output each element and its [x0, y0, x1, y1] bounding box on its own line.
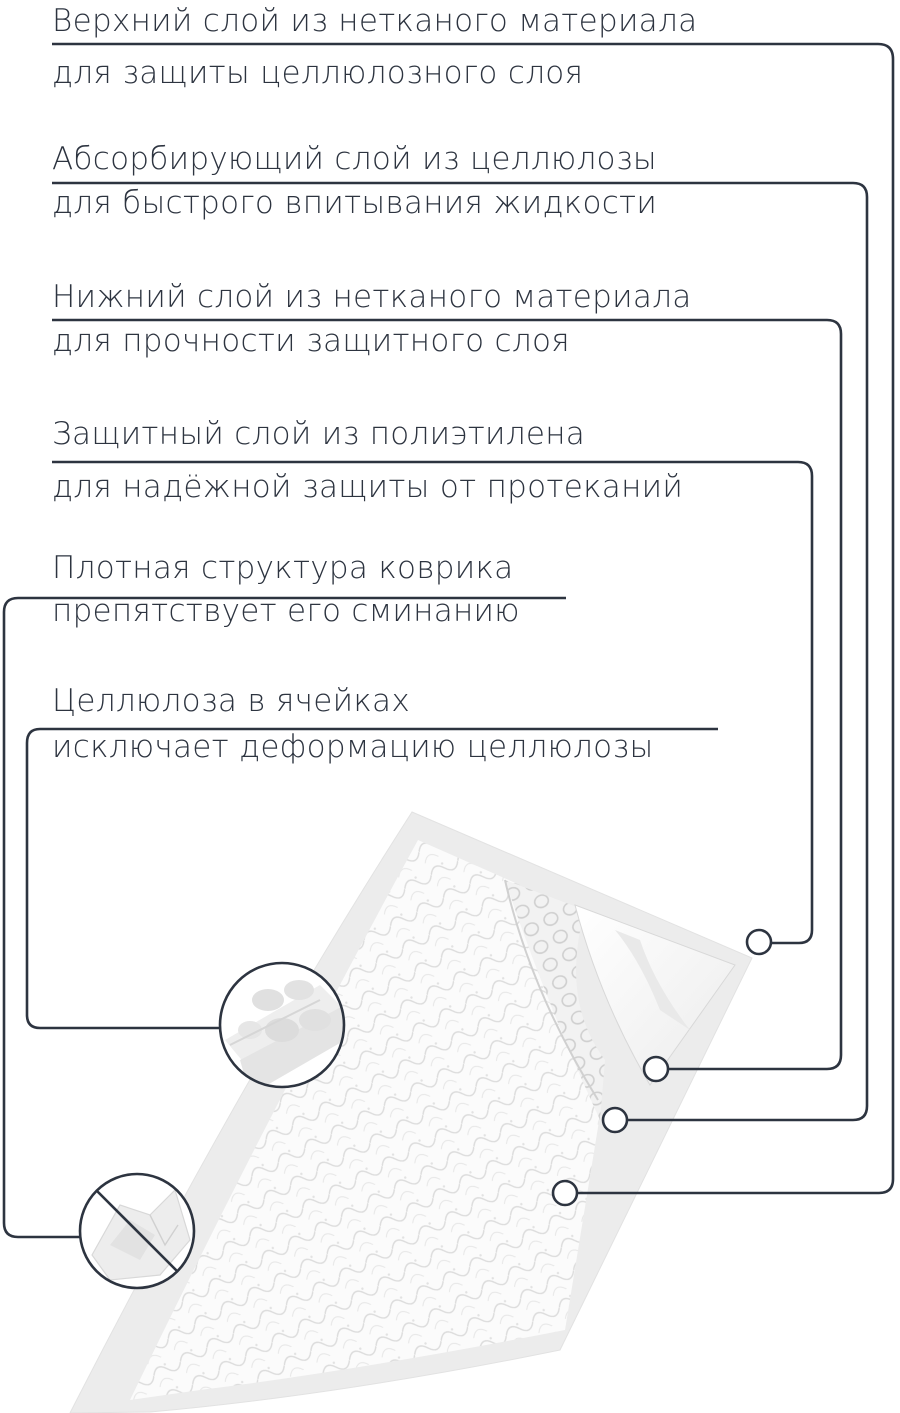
feature-4-title: Защитный слой из полиэтилена — [52, 416, 586, 452]
pad-top-layer — [130, 840, 600, 1400]
feature-4-desc: для надёжной защиты от протеканий — [52, 469, 684, 505]
feature-2-title: Абсорбирующий слой из целлюлозы — [52, 141, 657, 177]
cells-closeup-icon — [218, 961, 346, 1089]
feature-1-desc: для защиты целлюлозного слоя — [52, 55, 584, 91]
dot-top-nonwoven — [551, 1179, 579, 1207]
no-crumpling-icon — [78, 1172, 196, 1290]
feature-6-title: Целлюлоза в ячейках — [52, 683, 410, 719]
dot-absorbent — [601, 1106, 629, 1134]
feature-3-desc: для прочности защитного слоя — [52, 323, 570, 359]
feature-5-title: Плотная структура коврика — [52, 550, 514, 586]
dot-bottom-nonwoven — [642, 1055, 670, 1083]
polyethylene-sheet — [615, 930, 690, 1030]
feature-2-desc: для быстрого впитывания жидкости — [52, 185, 658, 221]
cellulose-layer — [505, 880, 605, 1120]
feature-1-title: Верхний слой из нетканого материала — [52, 3, 698, 39]
feature-6-desc: исключает деформацию целлюлозы — [52, 729, 654, 765]
feature-5-desc: препятствует его сминанию — [52, 593, 520, 629]
callout-lines — [2, 42, 895, 1239]
feature-3-title: Нижний слой из нетканого материала — [52, 279, 692, 315]
callout-dots — [551, 928, 773, 1207]
dot-polyethylene — [745, 928, 773, 956]
